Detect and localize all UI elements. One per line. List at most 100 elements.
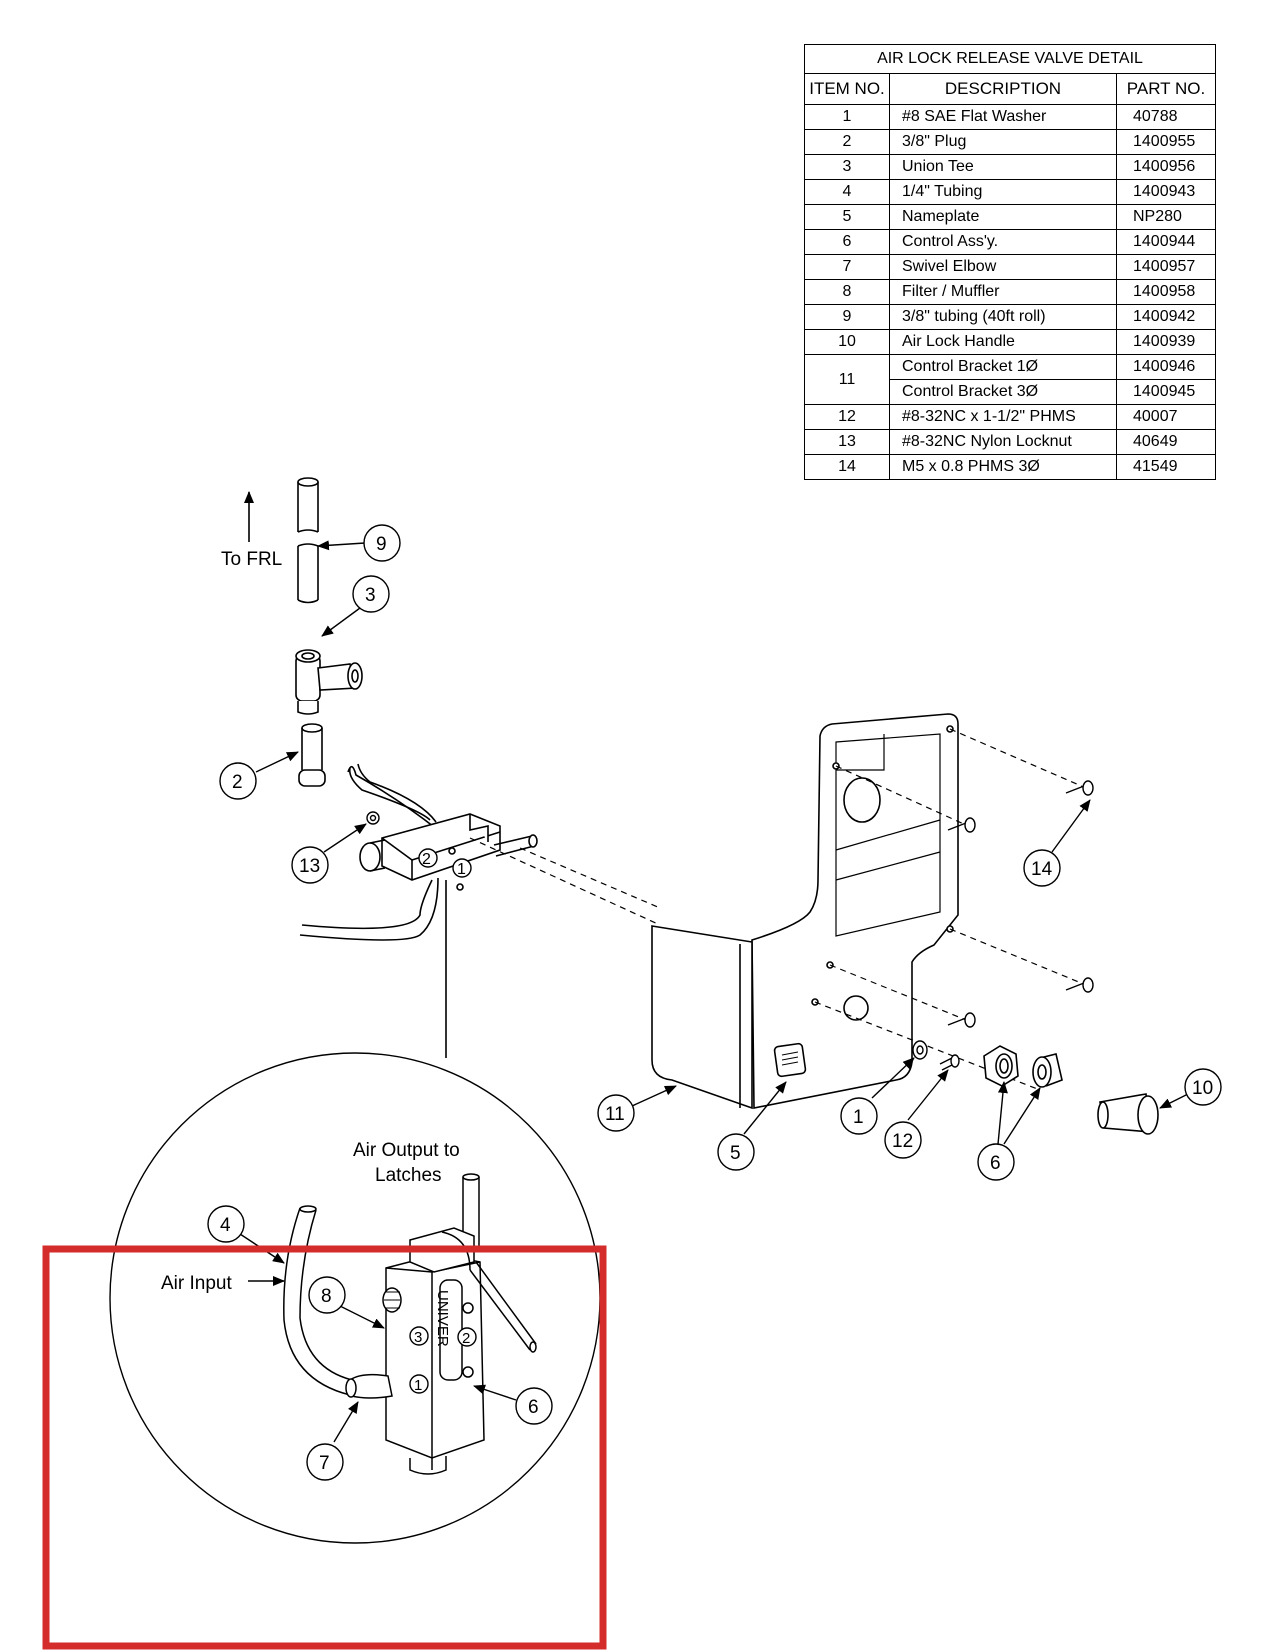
highlight-box (42, 1245, 607, 1650)
row-item: 8 (804, 279, 890, 305)
table-row: 1 #8 SAE Flat Washer 40788 (804, 104, 1216, 130)
balloon-6-detail (473, 1384, 553, 1425)
row-item: 6 (804, 229, 890, 255)
row-description: 1/4" Tubing (889, 179, 1117, 205)
row-part: 1400957 (1116, 254, 1216, 280)
table-row: Control Bracket 3Ø 1400945 (805, 379, 1216, 405)
balloon-6-number: 6 (990, 1153, 1001, 1174)
balloon-13-number: 13 (299, 856, 320, 877)
row-item: 3 (804, 154, 890, 180)
header-item-no: ITEM NO. (804, 73, 890, 105)
parts-table-title: AIR LOCK RELEASE VALVE DETAIL (804, 44, 1216, 74)
row-part: 40788 (1116, 104, 1216, 130)
air-output-label-line2: Latches (375, 1165, 442, 1186)
balloon-9 (317, 524, 401, 562)
to-frl-label: To FRL (221, 549, 282, 570)
header-part-no: PART NO. (1116, 73, 1216, 105)
balloon-3-number: 3 (365, 585, 376, 606)
detail-input-tube-4-inner (299, 1209, 353, 1381)
valve-port-1-label: 1 (457, 861, 466, 878)
row-description: Control Ass'y. (889, 229, 1117, 255)
plug-2-part (298, 723, 326, 787)
screw-lower-mid (947, 1012, 976, 1028)
balloon-5-number: 5 (730, 1143, 741, 1164)
header-description: DESCRIPTION (889, 73, 1117, 105)
parts-table-header: ITEM NO. DESCRIPTION PART NO. (804, 73, 1216, 105)
balloon-8 (308, 1276, 385, 1329)
balloon-8-number: 8 (321, 1286, 332, 1307)
detail-valve-brand-label: UNIVER (434, 1290, 451, 1347)
air-lock-handle-10-part (1097, 1093, 1159, 1135)
row-part: 1400946 (1116, 354, 1216, 380)
screw-14-top (1065, 780, 1094, 796)
table-row: 10 Air Lock Handle 1400939 (804, 329, 1216, 355)
table-row: 4 1/4" Tubing 1400943 (804, 179, 1216, 205)
table-row: 6 Control Ass'y. 1400944 (804, 229, 1216, 255)
row-item: 5 (804, 204, 890, 230)
table-row: 7 Swivel Elbow 1400957 (804, 254, 1216, 280)
control-assembly-6-part (983, 1045, 1063, 1088)
row-description: #8 SAE Flat Washer (889, 104, 1117, 130)
screw-upper-mid (947, 817, 976, 833)
parts-table: AIR LOCK RELEASE VALVE DETAIL ITEM NO. D… (804, 44, 1216, 480)
balloon-2-number: 2 (232, 772, 243, 793)
balloon-6 (977, 1081, 1041, 1181)
balloon-2 (219, 751, 299, 800)
balloon-7-number: 7 (319, 1453, 330, 1474)
row-item: 10 (804, 329, 890, 355)
row-item: 4 (804, 179, 890, 205)
balloon-11 (597, 1085, 677, 1132)
row-part: NP280 (1116, 204, 1216, 230)
balloon-10-number: 10 (1192, 1078, 1213, 1099)
row-item: 7 (804, 254, 890, 280)
row-description: Air Lock Handle (889, 329, 1117, 355)
row-item: 1 (804, 104, 890, 130)
table-row: 11 Control Bracket 1Ø 1400946 (804, 354, 1216, 405)
balloon-7 (306, 1401, 359, 1481)
row-item: 14 (804, 454, 890, 480)
screw-14-bottom (1065, 977, 1094, 993)
valve-body-part (299, 765, 538, 1058)
detail-filter-muffler-8 (382, 1287, 402, 1313)
row-part: 40649 (1116, 429, 1216, 455)
table-row: 5 Nameplate NP280 (804, 204, 1216, 230)
row-description: Filter / Muffler (889, 279, 1117, 305)
table-row: 8 Filter / Muffler 1400958 (804, 279, 1216, 305)
balloon-12 (884, 1069, 949, 1159)
table-row: 2 3/8" Plug 1400955 (804, 129, 1216, 155)
balloon-3 (321, 575, 390, 637)
row-description: #8-32NC x 1-1/2" PHMS (889, 404, 1117, 430)
table-row: 13 #8-32NC Nylon Locknut 40649 (804, 429, 1216, 455)
row-description: Control Bracket 3Ø (889, 379, 1117, 405)
detail-port-1-label: 1 (414, 1377, 422, 1394)
nameplate-5-part (773, 1042, 807, 1078)
valve-port-2-label: 2 (422, 851, 431, 868)
row-item: 9 (804, 304, 890, 330)
row-description: Union Tee (889, 154, 1117, 180)
balloon-6-detail-number: 6 (528, 1397, 539, 1418)
row-part: 1400956 (1116, 154, 1216, 180)
valve-inlet-tube (348, 767, 431, 821)
row-part: 1400943 (1116, 179, 1216, 205)
balloon-1 (840, 1057, 915, 1135)
balloon-9-number: 9 (376, 534, 387, 555)
row-description: 3/8" tubing (40ft roll) (889, 304, 1117, 330)
row-part: 1400945 (1116, 379, 1216, 405)
detail-port-3-label: 3 (414, 1329, 422, 1346)
row-part: 41549 (1116, 454, 1216, 480)
balloon-1-number: 1 (853, 1107, 864, 1128)
detail-swivel-elbow-7 (345, 1373, 393, 1399)
balloon-14 (1023, 799, 1091, 887)
balloon-14-number: 14 (1031, 859, 1053, 880)
locknut-13-part (366, 811, 380, 825)
detail-port-2-label: 2 (462, 1330, 470, 1347)
balloon-4-number: 4 (220, 1215, 231, 1236)
row-part: 1400939 (1116, 329, 1216, 355)
washer-1-part (912, 1040, 928, 1060)
table-row: 12 #8-32NC x 1-1/2" PHMS 40007 (804, 404, 1216, 430)
control-bracket-11-part (651, 713, 959, 1110)
detail-view-circle (109, 1052, 601, 1544)
row-description: Swivel Elbow (889, 254, 1117, 280)
row-description: #8-32NC Nylon Locknut (889, 429, 1117, 455)
